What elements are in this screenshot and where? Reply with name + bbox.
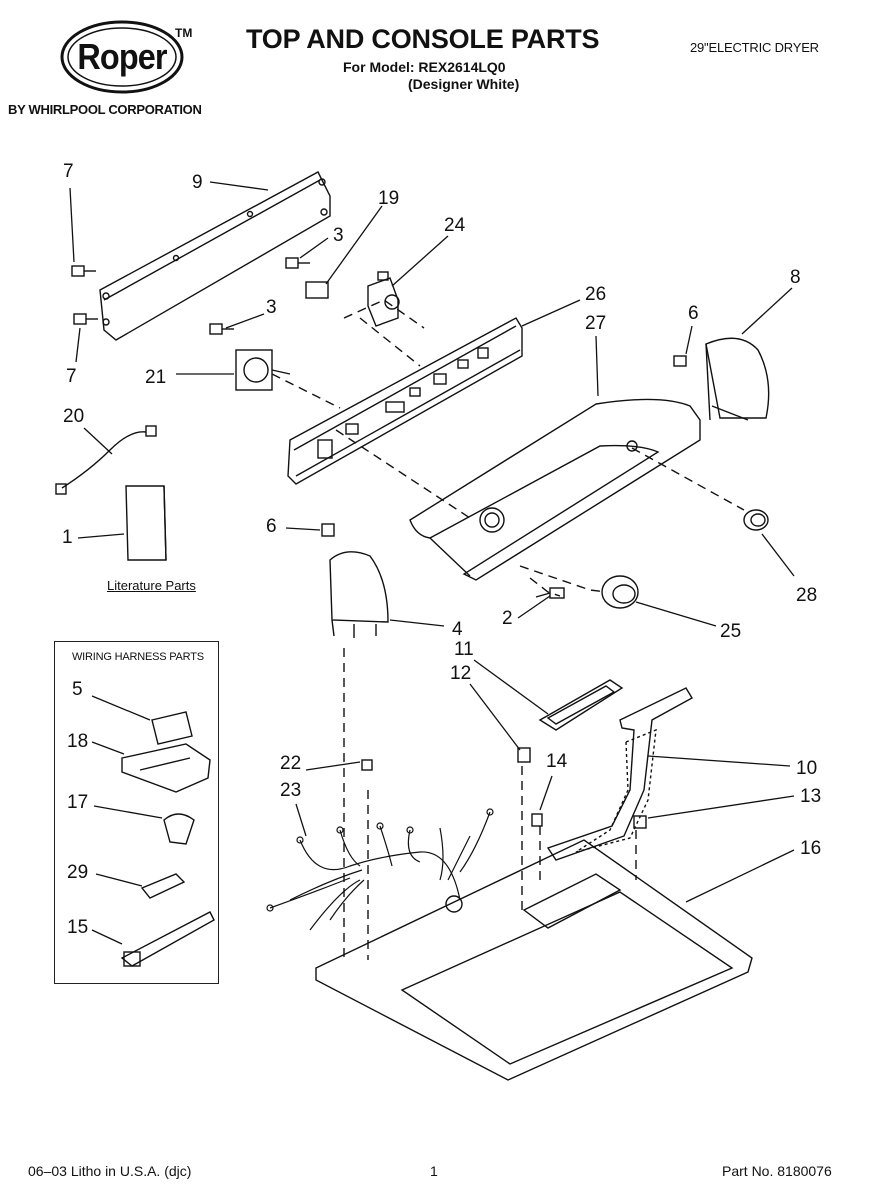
part-19 [305,281,329,299]
part-15-tie [120,911,215,967]
footer-page-number: 1 [430,1163,438,1179]
callout-29: 29 [67,862,89,883]
brand-byline: BY WHIRLPOOL CORPORATION [8,102,202,117]
callout-19: 19 [378,188,400,209]
part-29-terminal [140,873,186,899]
part-7-screws [71,265,98,325]
assembly-dashes [271,299,745,960]
callout-6-left: 6 [266,516,277,537]
part-9-plate [99,171,331,341]
callout-22: 22 [280,753,302,774]
wiring-harness-title: WIRING HARNESS PARTS [72,651,204,663]
finish-line: (Designer White) [408,76,520,92]
part-18-block [121,743,211,793]
part-26-console-panel [287,317,523,485]
model-line: For Model: REX2614LQ0 [343,59,506,75]
callout-1: 1 [62,527,73,548]
callout-21: 21 [145,367,167,388]
callout-7-lower: 7 [66,366,77,387]
part-28-knob [743,509,769,531]
callout-16: 16 [800,838,822,859]
part-5-connector [151,711,193,745]
callout-25: 25 [720,621,742,642]
part-11-lint-frame [538,679,624,731]
part-24-switch [367,271,400,327]
part-10-lint-screen [546,687,693,861]
callout-23: 23 [280,780,302,801]
part-23-wiring-harness [266,808,494,931]
callout-3-lower: 3 [266,297,277,318]
callout-8: 8 [790,267,801,288]
part-1-literature [125,485,167,561]
part-12-clip [517,747,531,763]
callout-13: 13 [800,786,822,807]
part-27-console [409,398,701,581]
part-20-wire [55,425,157,495]
part-25-knob [601,575,639,609]
callout-9: 9 [192,172,203,193]
callout-11: 11 [454,639,474,660]
part-17-clip [163,813,195,845]
page-title: TOP AND CONSOLE PARTS [246,24,600,54]
callout-24: 24 [444,215,466,236]
product-type: 29"ELECTRIC DRYER [690,40,819,55]
roper-logo: Roper [60,20,184,94]
logo-oval-icon [60,20,184,94]
callout-20: 20 [63,406,85,427]
callout-3-upper: 3 [333,225,344,246]
trademark-mark: TM [175,26,193,40]
callout-10: 10 [796,758,818,779]
callout-2: 2 [502,608,513,629]
part-3-screw-upper [285,257,299,269]
callout-4: 4 [452,619,463,640]
callout-5: 5 [72,679,83,700]
callout-17: 17 [67,792,89,813]
footer-litho: 06–03 Litho in U.S.A. (djc) [28,1163,192,1179]
callout-6-right: 6 [688,303,699,324]
part-3-screw-lower [209,323,223,335]
callout-15: 15 [67,917,89,938]
part-16-top-panel [315,839,753,1081]
callout-28: 28 [796,585,818,606]
callout-7-upper: 7 [63,161,74,182]
wiring-harness-box [54,641,219,984]
callout-27: 27 [585,313,607,334]
callout-14: 14 [546,751,568,772]
footer-part-number: Part No. 8180076 [722,1163,832,1179]
part-22-connector [361,759,373,771]
leader-lines [69,181,795,945]
part-8-end-cap [705,337,770,421]
part-21-timer [235,349,291,391]
literature-parts-label: Literature Parts [107,578,196,593]
part-14-screw [531,813,543,827]
part-6-screw-left [321,523,335,537]
callout-12: 12 [450,663,472,684]
part-13-screw [633,815,647,829]
part-6-screw-right [673,355,687,367]
callout-18: 18 [67,731,89,752]
part-2-screw [549,587,565,599]
brand-wordmark: Roper [77,36,167,77]
callout-26: 26 [585,284,607,305]
part-4-end-cap [329,551,389,638]
